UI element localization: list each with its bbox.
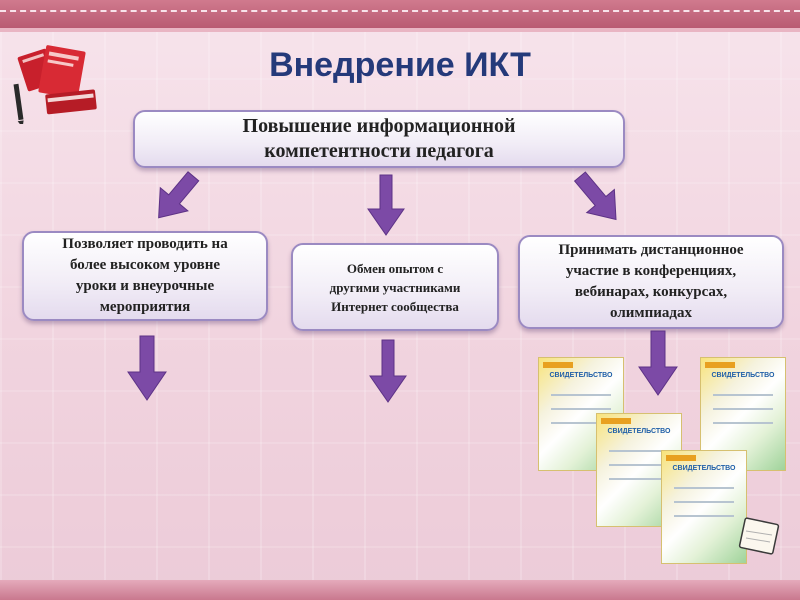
- pen-icon: [13, 83, 24, 124]
- certificate-line: [713, 408, 773, 410]
- notebook-icon: [738, 517, 780, 555]
- certificate-line: [674, 515, 734, 517]
- mid-box-line-2: другими участниками: [329, 279, 461, 295]
- certificate-heading: СВИДЕТЕЛЬСТВО: [607, 428, 671, 435]
- arrow-down-below-right-icon: [638, 330, 678, 396]
- certificate-ribbon: [666, 455, 696, 461]
- certificate-line: [551, 422, 611, 424]
- middle-box: Обмен опытом с другими участниками Интер…: [291, 243, 499, 331]
- certificate-heading: СВИДЕТЕЛЬСТВО: [672, 465, 736, 472]
- left-box-line-3: уроки и внеурочные: [75, 278, 215, 294]
- certificate-line: [713, 422, 773, 424]
- bottom-decorative-band: [0, 580, 800, 600]
- mid-box-line-3: Интернет сообщества: [331, 298, 459, 314]
- red-books-icon: [13, 45, 97, 124]
- stitch-line: [0, 10, 800, 12]
- certificate-line: [609, 464, 669, 466]
- red-book-bottom: [45, 89, 97, 115]
- right-box-line-2: участие в конференциях,: [565, 263, 737, 279]
- left-box-line-2: более высоком уровне: [69, 257, 221, 273]
- red-book-front: [38, 45, 86, 99]
- certificate-ribbon: [705, 362, 735, 368]
- arrow-down-below-left-icon: [127, 335, 167, 401]
- arrow-down-right-icon: [573, 171, 617, 221]
- certificate-heading: СВИДЕТЕЛЬСТВО: [549, 372, 613, 379]
- certificate-line: [551, 408, 611, 410]
- main-box-line-1: Повышение информационной: [242, 115, 516, 137]
- page-title: Внедрение ИКТ: [269, 46, 531, 84]
- certificate-line: [609, 450, 669, 452]
- right-box-line-3: вебинарах, конкурсах,: [574, 284, 728, 300]
- mid-box-line-1: Обмен опытом с: [346, 260, 444, 276]
- main-concept-box: Повышение информационной компетентности …: [133, 110, 625, 168]
- top-decorative-band: [0, 0, 800, 32]
- left-box-line-1: Позволяет проводить на: [62, 236, 228, 252]
- certificate-heading: СВИДЕТЕЛЬСТВО: [711, 372, 775, 379]
- certificate-line: [674, 487, 734, 489]
- right-box: Принимать дистанционное участие в конфер…: [518, 235, 784, 329]
- arrow-down-center-icon: [367, 174, 405, 236]
- left-box-line-4: мероприятия: [99, 299, 191, 315]
- certificate-line: [551, 394, 611, 396]
- certificate-line: [674, 501, 734, 503]
- main-box-line-2: компетентности педагога: [264, 140, 494, 162]
- right-box-line-1: Принимать дистанционное: [558, 242, 744, 258]
- arrow-down-below-middle-icon: [369, 339, 407, 403]
- certificate-icon: СВИДЕТЕЛЬСТВО: [661, 450, 747, 564]
- certificate-ribbon: [543, 362, 573, 368]
- certificate-line: [713, 394, 773, 396]
- certificate-ribbon: [601, 418, 631, 424]
- left-box: Позволяет проводить на более высоком уро…: [22, 231, 268, 321]
- certificate-line: [609, 478, 669, 480]
- arrow-down-left-icon: [158, 171, 200, 219]
- right-box-line-4: олимпиадах: [610, 305, 692, 321]
